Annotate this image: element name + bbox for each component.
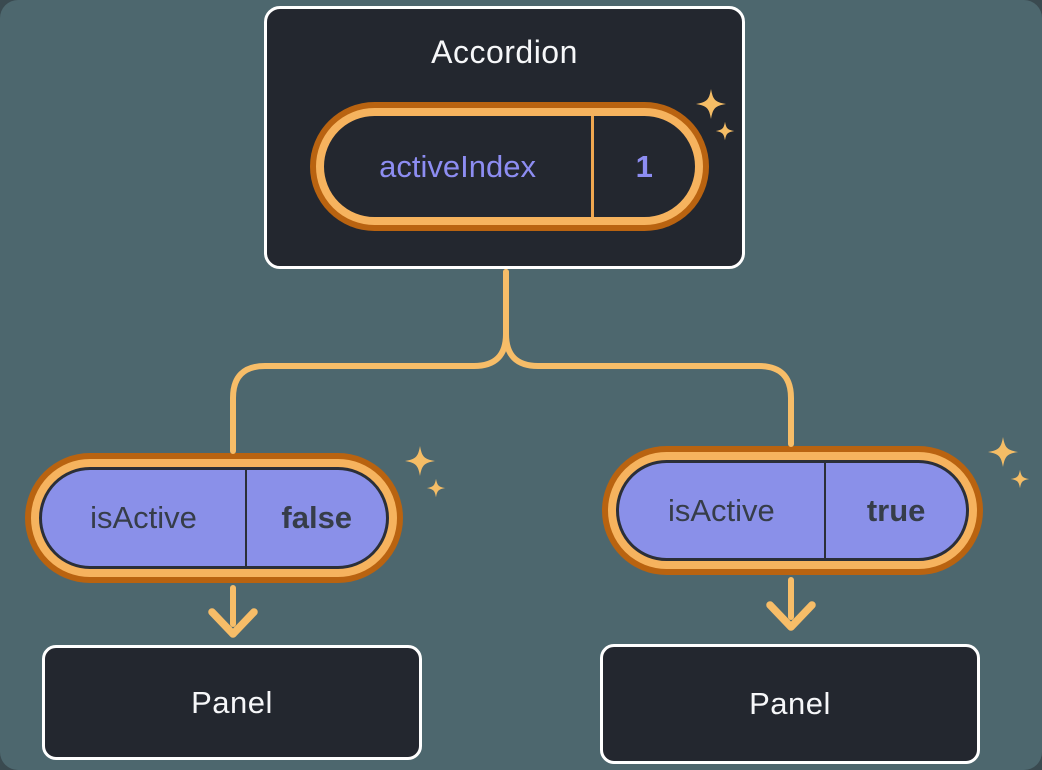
arrow-right-head xyxy=(766,601,816,631)
prop-pill-left: isActive false xyxy=(31,459,397,577)
sparkle-icon xyxy=(988,437,1018,467)
panel-label-right: Panel xyxy=(749,686,831,721)
state-value-label: 1 xyxy=(635,148,653,184)
tree-connector-left xyxy=(230,269,509,454)
prop-pill-left-divider xyxy=(244,470,248,566)
tree-connector-right xyxy=(503,269,794,447)
prop-name-label-left: isActive xyxy=(90,500,197,535)
panel-box-right: Panel xyxy=(600,644,980,764)
prop-pill-right: isActive true xyxy=(608,452,977,569)
prop-pill-left-body: isActive false xyxy=(39,467,389,569)
state-pill-active-index: activeIndex 1 xyxy=(316,108,703,225)
accordion-title: Accordion xyxy=(431,34,578,70)
prop-value-label-left: false xyxy=(281,500,353,535)
state-name-label: activeIndex xyxy=(379,148,536,184)
arrow-left-head xyxy=(208,608,258,638)
panel-box-left: Panel xyxy=(42,645,422,760)
prop-pill-right-body: isActive true xyxy=(616,460,969,561)
panel-label-left: Panel xyxy=(191,684,273,720)
sparkle-icon xyxy=(1010,469,1030,489)
prop-name-label-right: isActive xyxy=(667,492,775,528)
sparkle-icon xyxy=(405,446,435,476)
state-pill-divider xyxy=(591,116,594,217)
prop-value-label-right: true xyxy=(866,492,926,528)
sparkle-icon xyxy=(426,478,446,498)
prop-pill-right-divider xyxy=(823,463,827,558)
